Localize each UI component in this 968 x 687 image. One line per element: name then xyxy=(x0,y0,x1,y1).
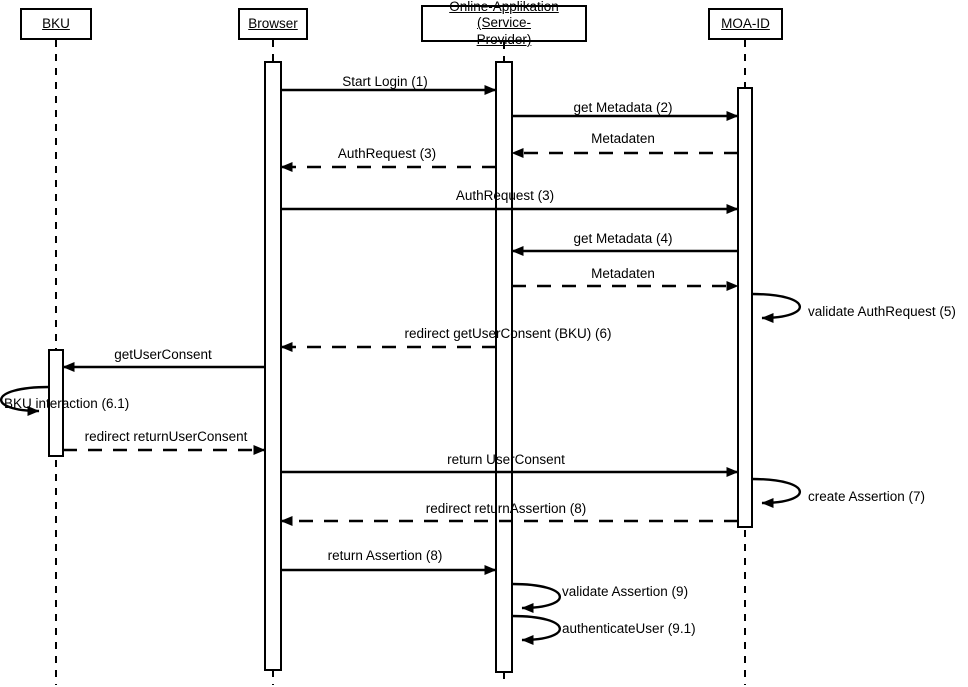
lifeline-header-browser[interactable]: Browser xyxy=(238,8,308,40)
message-label-m13: return UserConsent xyxy=(447,452,565,467)
lifeline-label-browser: Browser xyxy=(248,15,298,31)
message-label-m14: create Assertion (7) xyxy=(808,489,926,504)
message-label-m4: AuthRequest (3) xyxy=(337,146,437,161)
activation-bar-bku xyxy=(48,349,64,457)
message-label-m11: BKU interaction (6.1) xyxy=(4,396,130,411)
message-label-m8: validate AuthRequest (5) xyxy=(808,304,956,319)
self-message-m11 xyxy=(0,385,50,416)
message-label-m5: AuthRequest (3) xyxy=(455,188,555,203)
lifeline-label-bku: BKU xyxy=(42,15,70,31)
message-label-m16: return Assertion (8) xyxy=(327,548,443,563)
self-message-m8 xyxy=(751,292,801,323)
message-label-m15: redirect returnAssertion (8) xyxy=(425,501,587,516)
self-message-m17 xyxy=(511,582,561,613)
message-label-m3: Metadaten xyxy=(591,131,655,146)
lifeline-header-bku[interactable]: BKU xyxy=(20,8,92,40)
message-label-m1: Start Login (1) xyxy=(342,74,428,89)
message-label-m7: Metadaten xyxy=(591,266,655,281)
message-label-m10: getUserConsent xyxy=(114,347,212,362)
message-label-m18: authenticateUser (9.1) xyxy=(562,621,696,636)
message-label-m2: get Metadata (2) xyxy=(573,100,673,115)
message-arrows xyxy=(0,85,801,645)
self-message-m14 xyxy=(751,477,801,508)
self-message-m18 xyxy=(511,614,561,645)
message-label-m9: redirect getUserConsent (BKU) (6) xyxy=(404,326,612,341)
message-label-m17: validate Assertion (9) xyxy=(562,584,689,599)
lifeline-label-oa: Online-Applikation (Service- Provider) xyxy=(449,0,559,47)
activation-bar-moaid xyxy=(737,87,753,528)
lifeline-header-oa[interactable]: Online-Applikation (Service- Provider) xyxy=(421,0,587,47)
message-label-m6: get Metadata (4) xyxy=(573,231,673,246)
activation-bars xyxy=(48,61,753,673)
message-label-m12: redirect returnUserConsent xyxy=(84,429,248,444)
lifeline-label-moaid: MOA-ID xyxy=(721,15,770,31)
activation-bar-oa xyxy=(495,61,513,673)
activation-bar-browser xyxy=(264,61,282,671)
lifeline-header-moaid[interactable]: MOA-ID xyxy=(708,8,783,40)
